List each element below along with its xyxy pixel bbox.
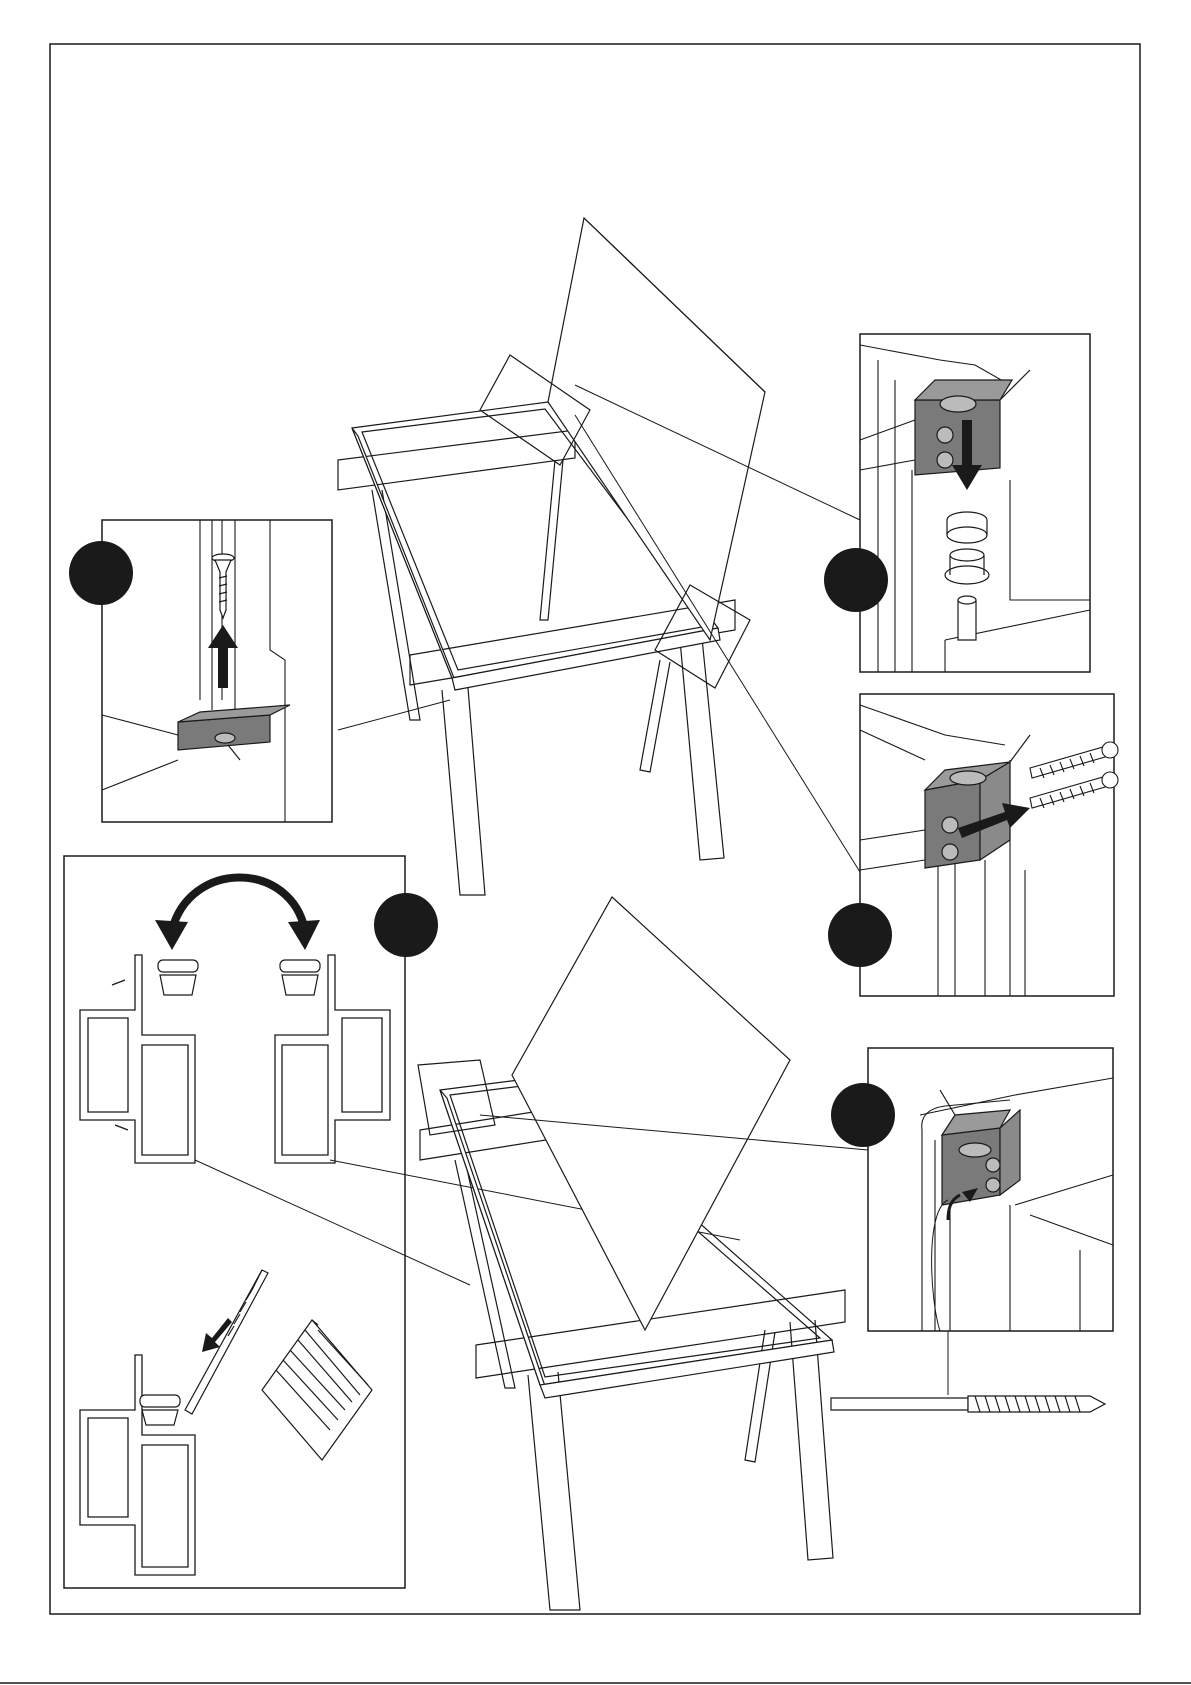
step-marker-detail-d — [374, 893, 438, 957]
detail-panel-middle-right — [860, 694, 1118, 996]
detail-panel-left — [102, 520, 332, 822]
rubber-seal-icon — [140, 1395, 180, 1425]
screw-icon — [831, 1396, 1105, 1412]
step-marker-detail-b — [824, 548, 888, 612]
step-marker-detail-c — [828, 903, 892, 967]
step-marker-detail-a — [69, 541, 133, 605]
glass-pane-icon — [512, 897, 790, 1330]
detail-panel-top-right — [860, 334, 1090, 672]
detail-panel-bottom-right — [868, 1048, 1113, 1331]
top-assembly-illustration — [338, 218, 865, 895]
glass-pane-icon — [548, 218, 765, 640]
step-marker-detail-e — [831, 1083, 895, 1147]
